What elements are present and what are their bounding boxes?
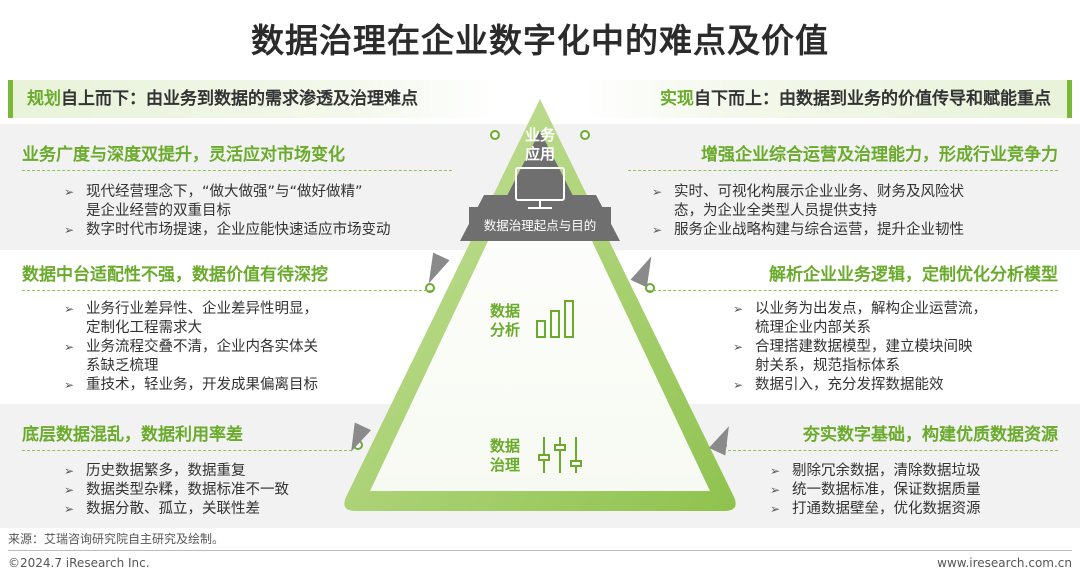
left-section-2-title: 数据中台适配性不强，数据价值有待深挖 bbox=[22, 265, 328, 285]
list-item: 重技术，轻业务，开发成果偏离目标 bbox=[64, 376, 384, 395]
pyramid-inner bbox=[370, 131, 710, 491]
right-section-3-title: 夯实数字基础，构建优质数据资源 bbox=[803, 425, 1058, 445]
left-header: 规划自上而下：由业务到数据的需求渗透及治理难点 bbox=[8, 80, 498, 118]
list-item: 业务行业差异性、企业差异性明显，定制化工程需求大 bbox=[64, 300, 384, 338]
bar-chart-icon bbox=[536, 300, 574, 338]
list-item: 数据引入，充分发挥数据能效 bbox=[733, 376, 1063, 395]
right-header-text: 自下而上：由数据到业务的价值传导和赋能重点 bbox=[694, 89, 1051, 109]
footer-divider bbox=[8, 550, 1072, 551]
pyramid-top-label-line1: 业务 bbox=[524, 126, 555, 144]
website: www.iresearch.com.cn bbox=[937, 556, 1072, 570]
band-node bbox=[580, 130, 590, 140]
right-section-1-title: 增强企业综合运营及治理能力，形成行业竞争力 bbox=[701, 145, 1058, 165]
right-section-2-title: 解析企业业务逻辑，定制优化分析模型 bbox=[769, 265, 1058, 285]
arrow-down-icon bbox=[351, 422, 372, 452]
pyramid-mid-label: 数据 分析 bbox=[480, 302, 530, 340]
source-note: 来源：艾瑞咨询研究院自主研究及绘制。 bbox=[8, 532, 225, 546]
list-item: 以业务为出发点，解构企业运营流，梳理企业内部关系 bbox=[733, 300, 1063, 338]
right-section-3-divider bbox=[728, 450, 1058, 451]
pyramid-bottom-label: 数据 治理 bbox=[480, 437, 530, 475]
arrow-up-icon bbox=[708, 426, 729, 456]
list-item: 服务企业战略构建与综合运营，提升企业韧性 bbox=[652, 221, 1072, 240]
left-header-text: 自上而下：由业务到数据的需求渗透及治理难点 bbox=[61, 89, 418, 109]
left-section-3-divider bbox=[22, 450, 352, 451]
list-item: 数字时代市场提速，企业应能快速适应市场变动 bbox=[64, 221, 464, 240]
left-section-1-divider bbox=[22, 170, 452, 171]
list-item: 数据分散、孤立，关联性差 bbox=[64, 500, 344, 519]
right-section-1-divider bbox=[628, 170, 1058, 171]
left-section-3-title: 底层数据混乱，数据利用率差 bbox=[22, 425, 243, 445]
list-item: 现代经营理念下，“做大做强”与“做好做精”是企业经营的双重目标 bbox=[64, 183, 464, 221]
arrow-up-icon bbox=[630, 256, 652, 288]
left-header-keyword: 规划 bbox=[27, 89, 61, 109]
pyramid-top-label-line2: 应用 bbox=[524, 145, 555, 163]
right-header: 实现自下而上：由数据到业务的价值传导和赋能重点 bbox=[582, 80, 1072, 118]
list-item: 打通数据壁垒，优化数据资源 bbox=[770, 500, 1060, 519]
monitor-icon bbox=[515, 167, 565, 209]
pyramid-bottom-label-line2: 治理 bbox=[489, 456, 520, 474]
list-item: 数据类型杂糅，数据标准不一致 bbox=[64, 481, 344, 500]
arrow-down-icon bbox=[428, 252, 450, 284]
list-item: 剔除冗余数据，清除数据垃圾 bbox=[770, 462, 1060, 481]
band-node bbox=[490, 130, 500, 140]
left-section-2-divider bbox=[22, 290, 432, 291]
page-title: 数据治理在企业数字化中的难点及价值 bbox=[251, 21, 829, 60]
pyramid-top-label: 业务 应用 bbox=[505, 126, 575, 164]
list-item: 历史数据繁多，数据重复 bbox=[64, 462, 344, 481]
pyramid-bottom-label-line1: 数据 bbox=[489, 437, 520, 455]
left-section-1-title: 业务广度与深度双提升，灵活应对市场变化 bbox=[22, 145, 345, 165]
left-section-1-list: 现代经营理念下，“做大做强”与“做好做精”是企业经营的双重目标 数字时代市场提速… bbox=[64, 183, 464, 240]
right-section-2-list: 以业务为出发点，解构企业运营流，梳理企业内部关系 合理搭建数据模型，建立模块间映… bbox=[733, 300, 1063, 395]
pyramid-diagram bbox=[344, 99, 736, 511]
left-section-2-list: 业务行业差异性、企业差异性明显，定制化工程需求大 业务流程交叠不清，企业内各实体… bbox=[64, 300, 384, 395]
right-header-keyword: 实现 bbox=[660, 89, 694, 109]
sliders-icon bbox=[538, 437, 582, 473]
pyramid-mid-label-line1: 数据 bbox=[489, 302, 520, 320]
copyright: ©2024.7 iResearch Inc. bbox=[8, 556, 150, 570]
pyramid-mid-label-line2: 分析 bbox=[489, 321, 520, 339]
right-section-2-divider bbox=[648, 290, 1058, 291]
right-section-3-list: 剔除冗余数据，清除数据垃圾 统一数据标准，保证数据质量 打通数据壁垒，优化数据资… bbox=[770, 462, 1060, 519]
list-item: 统一数据标准，保证数据质量 bbox=[770, 481, 1060, 500]
pyramid-top-caption: 数据治理起点与目的 bbox=[483, 218, 597, 233]
left-section-3-list: 历史数据繁多，数据重复 数据类型杂糅，数据标准不一致 数据分散、孤立，关联性差 bbox=[64, 462, 344, 519]
